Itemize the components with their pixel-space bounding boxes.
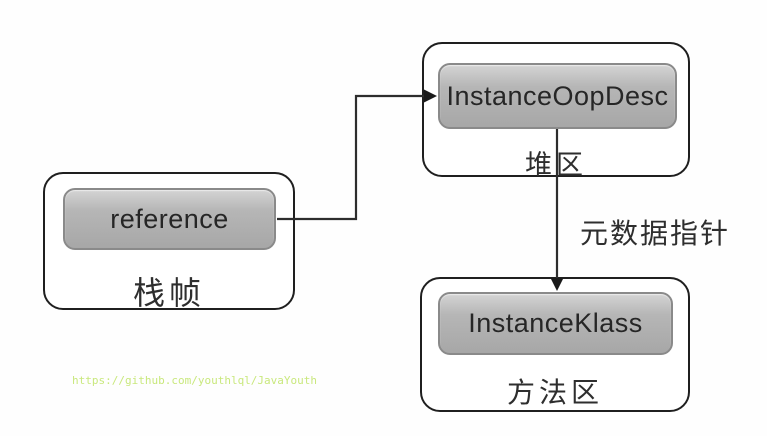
node-instance-klass-label: InstanceKlass — [468, 308, 643, 338]
node-instance-oop-desc: InstanceOopDesc — [438, 63, 677, 129]
edge-reference-to-oopdesc — [277, 94, 425, 221]
node-reference: reference — [63, 188, 276, 250]
node-instance-klass: InstanceKlass — [438, 292, 673, 355]
watermark-url: https://github.com/youthlql/JavaYouth — [72, 374, 318, 387]
region-label-heap: 堆区 — [525, 150, 587, 180]
region-label-stack-frame: 栈帧 — [132, 275, 205, 311]
node-reference-label: reference — [110, 203, 229, 234]
node-instance-oop-desc-label: InstanceOopDesc — [446, 80, 669, 111]
edge-label-metadata-pointer: 元数据指针 — [580, 218, 731, 249]
region-label-method-area: 方法区 — [506, 377, 603, 408]
